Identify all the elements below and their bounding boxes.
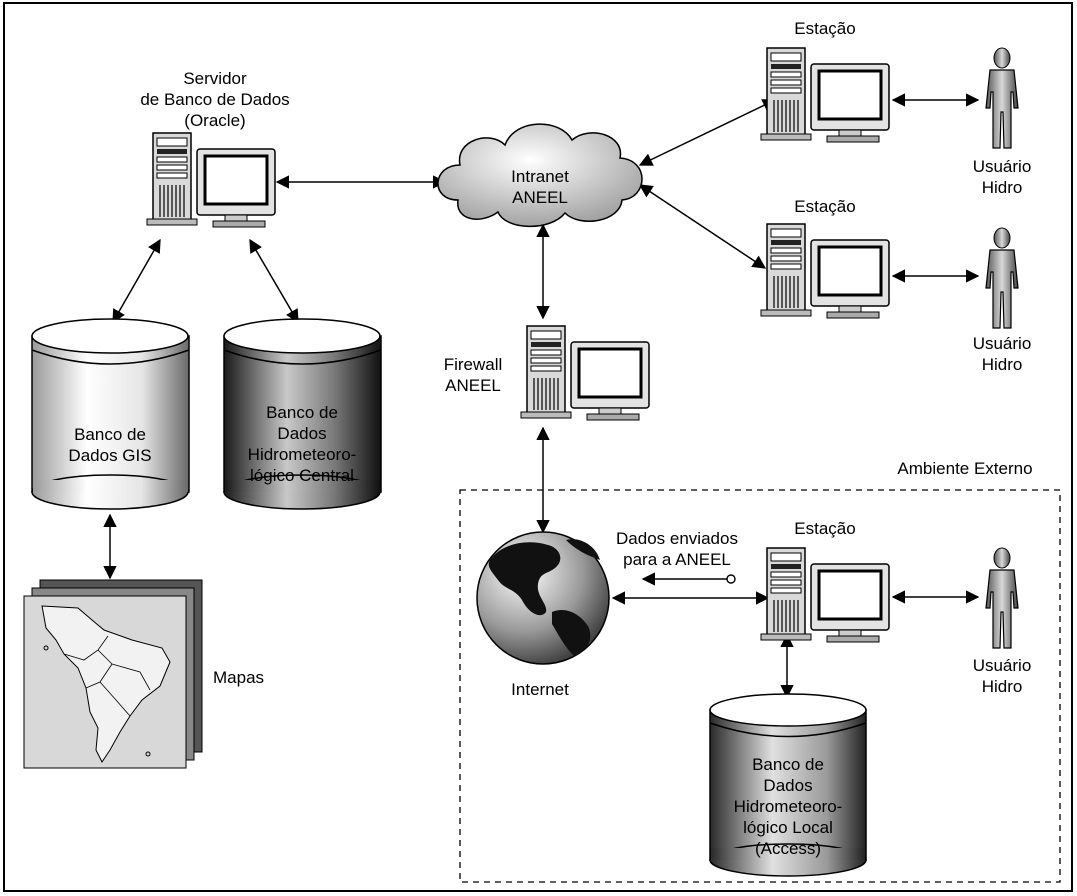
intranet-label: Intranet ANEEL (511, 167, 569, 207)
database-cylinder-icon (223, 318, 382, 510)
firewall-computer-icon (519, 324, 651, 422)
data-sent-origin (726, 574, 736, 584)
link-intranet-station-mid (638, 184, 767, 269)
maps-label: Mapas (213, 668, 265, 687)
data-sent-label: Dados enviados para a ANEEL (616, 529, 738, 569)
external-environment-box (459, 489, 1061, 883)
workstation-computer-icon (759, 222, 891, 320)
outer-frame (3, 2, 1073, 892)
person-icon (985, 227, 1019, 329)
globe-icon (476, 531, 610, 665)
person-icon (985, 47, 1019, 149)
link-server-gis (112, 238, 161, 324)
station-top-label: Estação (794, 19, 856, 38)
server-title-label: Servidor de Banco de Dados (Oracle) (140, 69, 290, 130)
db-central-label: Banco de Dados Hidrometeoro- lógico Cent… (247, 403, 357, 485)
link-intranet-station-top (638, 99, 777, 166)
person-icon (985, 547, 1019, 649)
server-computer-icon (145, 131, 277, 229)
db-local-label: Banco de Dados Hidrometeoro- lógico Loca… (733, 755, 843, 858)
user-ext-label: Usuário Hidro (972, 656, 1032, 696)
cloud-icon (437, 123, 643, 228)
user-mid-label: Usuário Hidro (972, 334, 1032, 374)
database-cylinder-icon (31, 318, 190, 510)
db-gis-label: Banco de Dados GIS (68, 425, 152, 465)
workstation-computer-icon (759, 46, 891, 144)
station-mid-label: Estação (794, 197, 856, 216)
map-stack-icon (23, 579, 203, 769)
connections (103, 93, 980, 699)
user-top-label: Usuário Hidro (972, 157, 1032, 197)
database-cylinder-icon (709, 693, 867, 877)
workstation-computer-icon (759, 546, 891, 644)
internet-label: Internet (511, 680, 569, 699)
station-ext-label: Estação (794, 519, 856, 538)
link-server-central (249, 238, 299, 324)
firewall-label: Firewall ANEEL (443, 355, 503, 395)
external-environment-label: Ambiente Externo (897, 459, 1033, 478)
